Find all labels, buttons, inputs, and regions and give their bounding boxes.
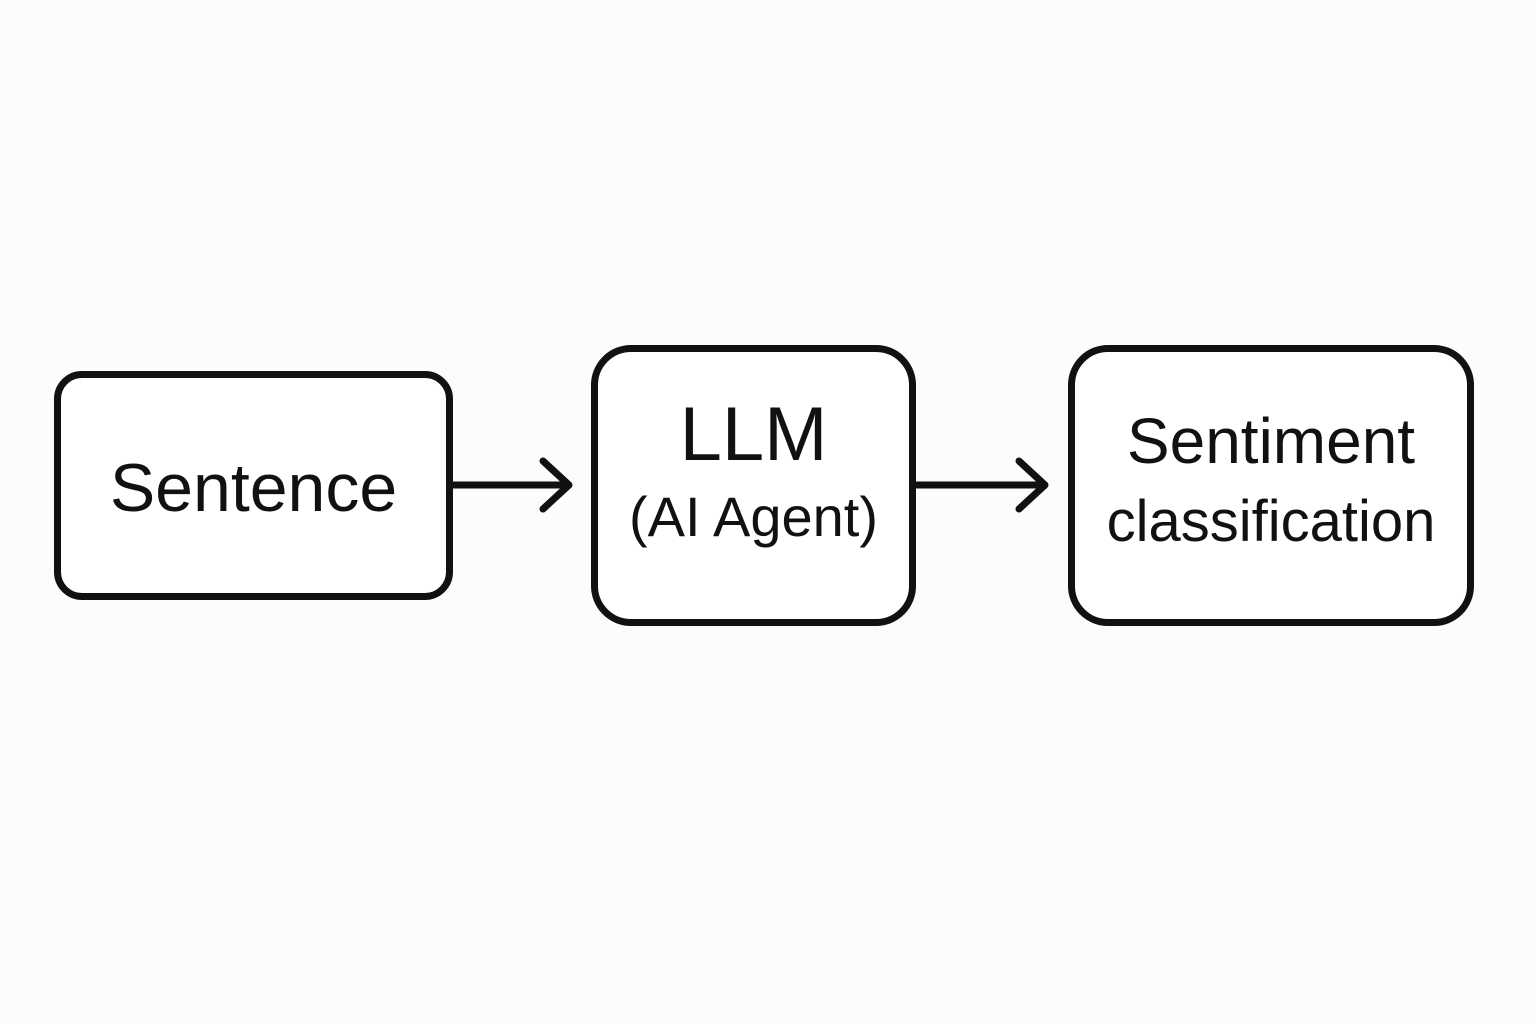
llm-node: LLM (AI Agent)	[591, 345, 916, 626]
sentiment-classification-node: Sentiment classification	[1068, 345, 1474, 626]
sentence-label: Sentence	[109, 449, 398, 526]
sentiment-label-line-2: classification	[1106, 488, 1436, 554]
llm-sublabel: (AI Agent)	[628, 484, 879, 548]
sentence-node: Sentence	[54, 371, 453, 600]
arrow-llm-to-sentiment	[912, 457, 1049, 513]
arrow-sentence-to-llm	[449, 457, 573, 513]
llm-label: LLM	[679, 391, 828, 477]
sentiment-label-line-1: Sentiment	[1126, 404, 1416, 477]
